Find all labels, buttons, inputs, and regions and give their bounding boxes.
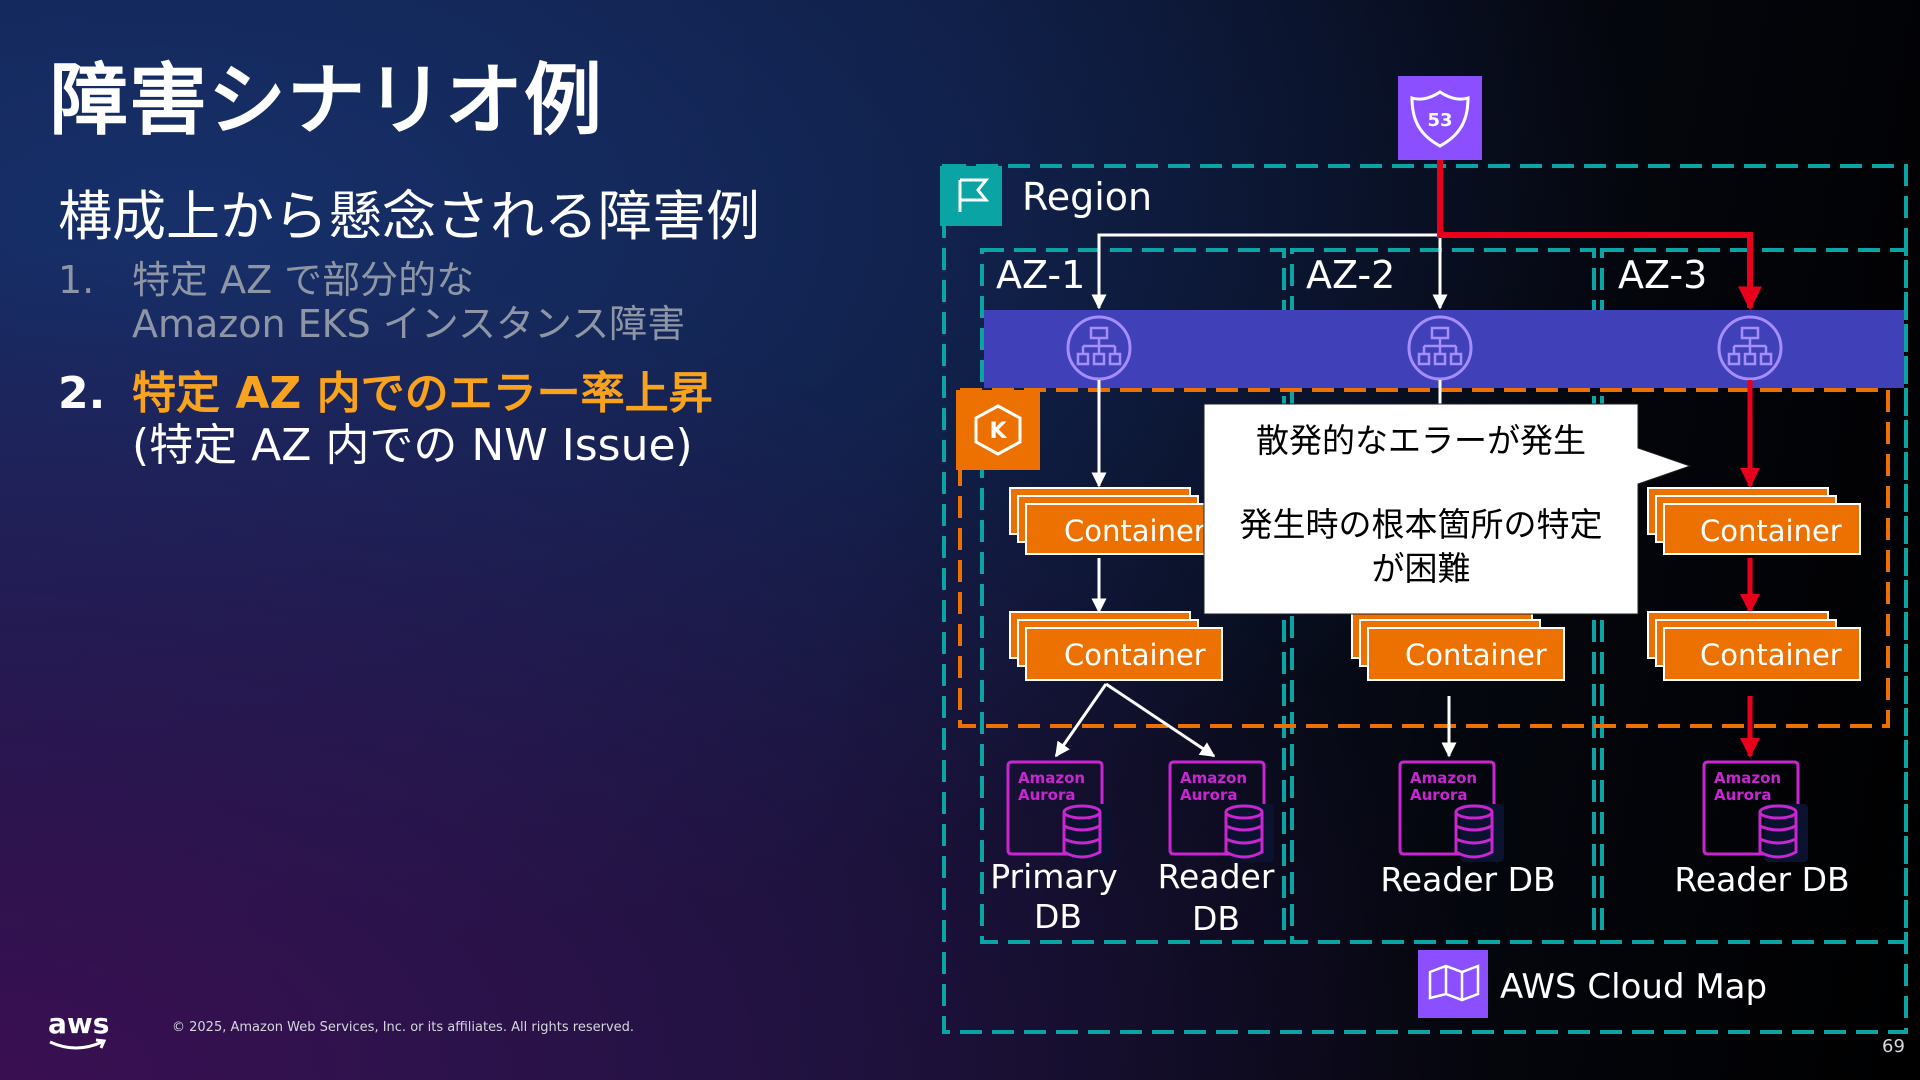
az3-label: AZ-3 xyxy=(1618,253,1707,297)
reader-db-label: Reader xyxy=(1158,857,1275,896)
reader-db-label: Reader DB xyxy=(1674,860,1849,899)
aurora-db-icon: Amazon Aurora xyxy=(1398,760,1504,862)
container-stack: Container xyxy=(1647,611,1861,681)
item-number: 2. xyxy=(58,368,106,419)
container-stack: Container xyxy=(1009,487,1223,555)
eks-icon xyxy=(956,390,1040,470)
flow-arrow xyxy=(1105,682,1216,758)
container-label: Container xyxy=(1064,514,1206,548)
load-balancer-icon xyxy=(1066,315,1132,381)
load-balancer-icon xyxy=(1407,315,1473,381)
callout-line1: 散発的なエラーが発生 xyxy=(1256,421,1586,460)
eks-hexagon-icon xyxy=(974,404,1022,456)
aws-logo-text: aws xyxy=(48,1007,110,1040)
page-number: 69 xyxy=(1882,1036,1905,1057)
slide-subtitle: 構成上から懸念される障害例 xyxy=(58,185,760,248)
slide-title: 障害シナリオ例 xyxy=(50,56,604,146)
load-balancer-icon xyxy=(1717,315,1783,381)
container-stack: Container xyxy=(1351,611,1565,681)
container-label: Container xyxy=(1700,514,1842,548)
item-text-line1: 特定 AZ 内でのエラー率上昇 xyxy=(132,368,713,419)
region-label: Region xyxy=(1022,175,1152,219)
item-number: 1. xyxy=(58,258,95,302)
route-line-az3-error xyxy=(1437,160,1762,311)
primary-db-label: DB xyxy=(1034,897,1082,936)
container-stack: Container xyxy=(1647,487,1861,555)
copyright-notice: © 2025, Amazon Web Services, Inc. or its… xyxy=(172,1020,635,1035)
aurora-label: Amazon xyxy=(1410,769,1477,787)
map-icon xyxy=(1428,964,1480,1002)
aurora-label: Amazon xyxy=(1714,769,1781,787)
callout-line3: が困難 xyxy=(1372,549,1471,588)
aurora-label: Aurora xyxy=(1180,786,1238,804)
aurora-db-icon: Amazon Aurora xyxy=(1702,760,1808,862)
aurora-label: Amazon xyxy=(1018,769,1085,787)
item-text-line2: (特定 AZ 内での NW Issue) xyxy=(132,420,693,471)
reader-db-label: Reader DB xyxy=(1380,860,1555,899)
aurora-db-icon: Amazon Aurora xyxy=(1168,760,1274,862)
container-stack: Container xyxy=(1009,611,1223,681)
item-text-line1: 特定 AZ で部分的な xyxy=(132,258,475,302)
region-flag-icon xyxy=(940,166,1002,226)
eks-icon-label: K xyxy=(989,419,1007,444)
item-text-line2: Amazon EKS インスタンス障害 xyxy=(132,302,686,346)
route53-label: 53 xyxy=(1427,110,1452,131)
shield-icon xyxy=(1410,90,1470,148)
container-label: Container xyxy=(1064,638,1206,672)
callout-box xyxy=(1203,403,1692,615)
route-line-az1 xyxy=(1091,233,1440,310)
aurora-label: Aurora xyxy=(1714,786,1772,804)
container-label: Container xyxy=(1700,638,1842,672)
callout-line2: 発生時の根本箇所の特定 xyxy=(1240,505,1603,544)
flow-arrow xyxy=(1054,683,1108,758)
container-label: Container xyxy=(1405,638,1547,672)
cloudmap-label: AWS Cloud Map xyxy=(1500,967,1767,1007)
aurora-label: Amazon xyxy=(1180,769,1247,787)
flag-icon xyxy=(958,178,990,212)
aurora-db-icon: Amazon Aurora xyxy=(1006,760,1112,862)
aws-smile-icon xyxy=(49,1038,107,1050)
aws-logo: aws xyxy=(48,1010,109,1058)
eks-cluster-boundary xyxy=(958,388,1890,728)
aurora-label: Aurora xyxy=(1410,786,1468,804)
az2-label: AZ-2 xyxy=(1306,253,1395,297)
primary-db-label: Primary xyxy=(990,857,1118,896)
aurora-label: Aurora xyxy=(1018,786,1076,804)
az1-label: AZ-1 xyxy=(996,253,1085,297)
reader-db-label: DB xyxy=(1192,899,1240,938)
